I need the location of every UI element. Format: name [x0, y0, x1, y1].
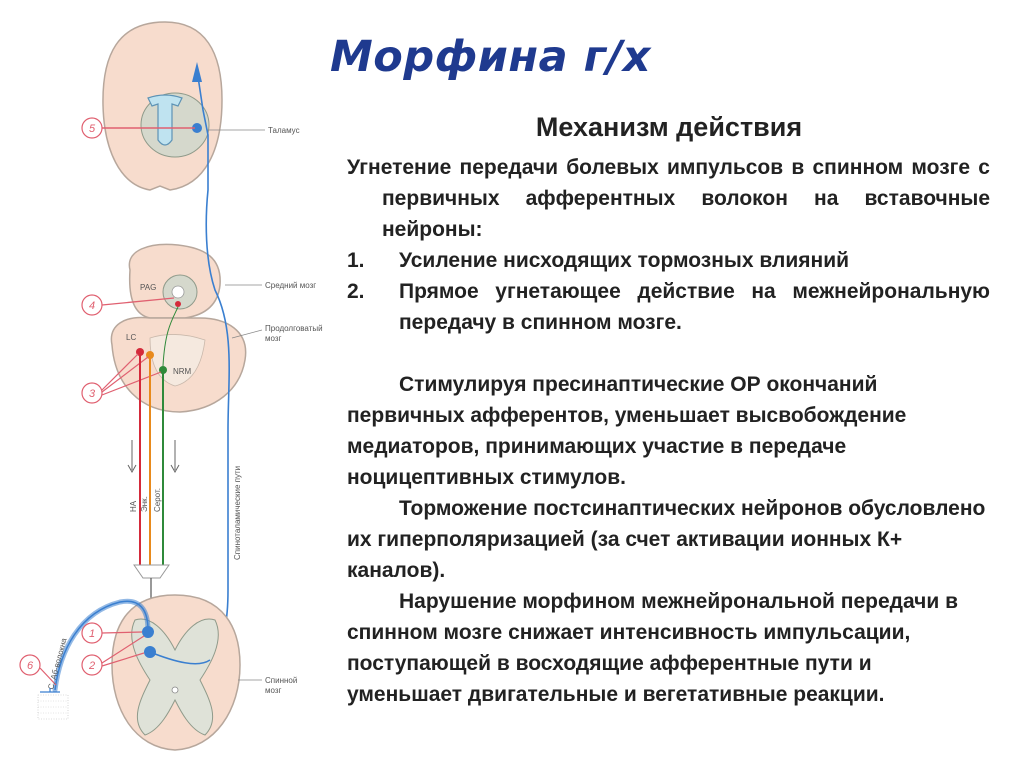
marker-1: 1 — [81, 622, 143, 644]
list-item-2-number: 2. — [347, 280, 365, 303]
paragraph-2: Торможение постсинаптических нейронов об… — [347, 497, 986, 582]
spinal-label-1: Спинной — [265, 676, 297, 685]
serot-label: Серот. — [153, 488, 162, 512]
afferent-fiber-core — [54, 600, 149, 691]
marker-3-text: 3 — [89, 388, 96, 400]
marker-4-text: 4 — [89, 300, 95, 312]
ventricle-shape — [147, 94, 183, 146]
marker-2: 2 — [81, 635, 145, 676]
descending-arrow-left — [127, 440, 137, 474]
spinal-label-2: мозг — [265, 686, 282, 695]
marker-5: 5 — [81, 117, 195, 139]
marker-4: 4 — [81, 294, 175, 316]
pag-label: PAG — [140, 283, 156, 292]
pag-to-nrm-link — [162, 306, 179, 367]
paragraph-3: Нарушение морфином межнейрональной перед… — [347, 590, 958, 706]
marker-5-text: 5 — [89, 123, 96, 135]
thalamus-blue-dot — [192, 123, 202, 133]
nrm-label: NRM — [173, 367, 192, 376]
pain-pathway-diagram: 5 Таламус PAG LC NRM 4 — [19, 21, 323, 751]
medulla-leader — [231, 329, 263, 339]
brain-section — [102, 21, 223, 191]
na-label: НА — [129, 500, 138, 512]
thalamus-label: Таламус — [268, 126, 300, 135]
pag-red-dot — [175, 301, 181, 307]
central-canal — [171, 686, 179, 694]
lc-label: LC — [126, 333, 136, 342]
skin-receptor — [37, 688, 69, 720]
aqueduct — [171, 285, 185, 299]
spinal-to-tract — [149, 651, 211, 665]
slide-subtitle: Механизм действия — [535, 112, 803, 142]
tract-label: Спиноталамические пути — [233, 466, 242, 560]
enk-label: Энк. — [140, 496, 149, 512]
intro-text: Угнетение передачи болевых импульсов в с… — [347, 156, 990, 241]
list-item-1: 1. Усиление нисходящих тормозных влияний — [347, 245, 990, 276]
marker-1-text: 1 — [89, 628, 95, 640]
list-item-1-number: 1. — [347, 249, 365, 272]
pathway-junction — [133, 564, 170, 579]
paragraph-1: Стимулируя пресинаптические ОР окончаний… — [347, 373, 907, 489]
midbrain-label: Средний мозг — [265, 281, 316, 290]
descending-arrow-right — [170, 440, 180, 474]
medulla-label-1: Продолговатый — [265, 324, 323, 333]
marker-6: 6 — [19, 654, 57, 686]
slide-title: Морфина г/х — [330, 32, 652, 82]
list-item-2: 2. Прямое угнетающее действие на межнейр… — [347, 276, 990, 338]
marker-6-text: 6 — [27, 660, 34, 672]
medulla-label-2: мозг — [265, 334, 282, 343]
marker-3: 3 — [81, 353, 162, 404]
brainstem-section: PAG LC NRM — [110, 243, 247, 413]
marker-2-text: 2 — [88, 660, 95, 672]
list-item-1-text: Усиление нисходящих тормозных влияний — [399, 249, 850, 272]
body-text: Угнетение передачи болевых импульсов в с… — [347, 152, 990, 710]
spinal-cord-section — [52, 594, 241, 751]
ascending-tract — [196, 69, 230, 661]
ascending-arrowhead — [192, 62, 202, 82]
spacer — [347, 338, 990, 369]
list-item-2-text: Прямое угнетающее действие на межнейрона… — [399, 280, 990, 334]
